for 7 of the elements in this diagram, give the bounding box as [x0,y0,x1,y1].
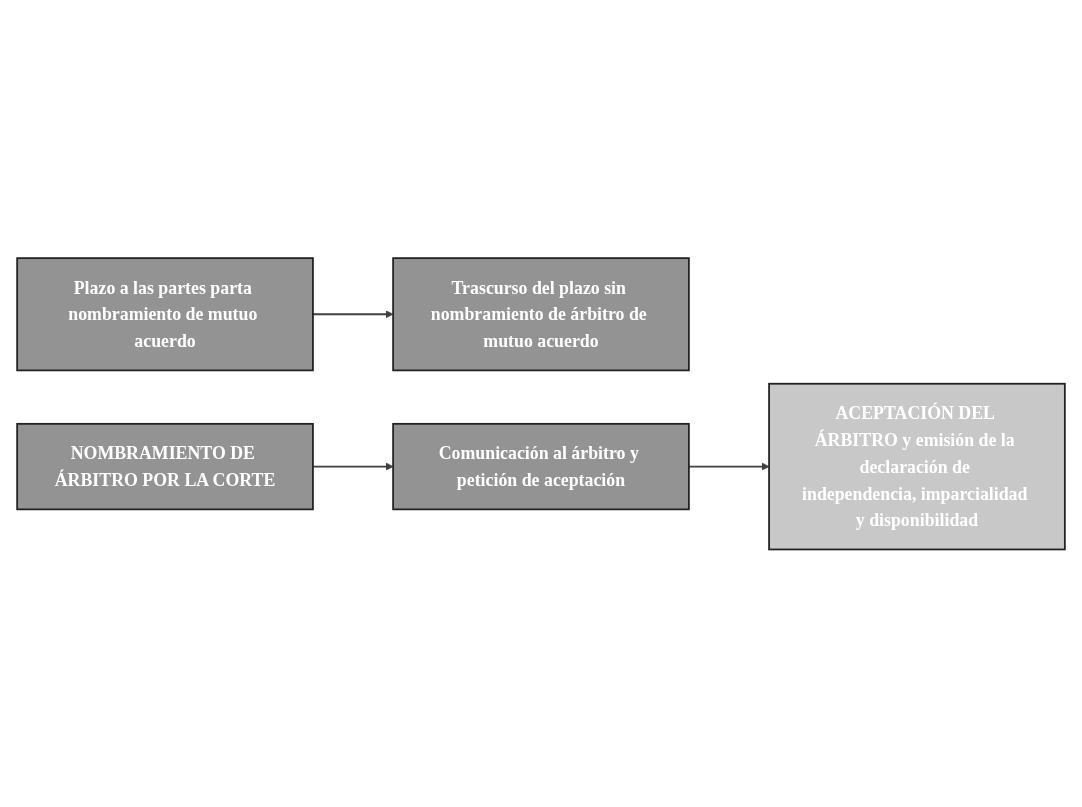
arrow [312,462,394,471]
node-box: Comunicación al árbitro y petición de aceptación [392,422,690,510]
node-box: Plazo a las partes parta nombramiento de mutuo acuerdo [16,256,314,371]
arrow [312,310,394,318]
node-box: NOMBRAMIENTO DE ÁRBITRO POR LA CORTE [16,422,314,510]
arrow [688,462,770,471]
node-box: Trascurso del plazo sin nombramiento de árbitro de mutuo acuerdo [392,256,690,371]
